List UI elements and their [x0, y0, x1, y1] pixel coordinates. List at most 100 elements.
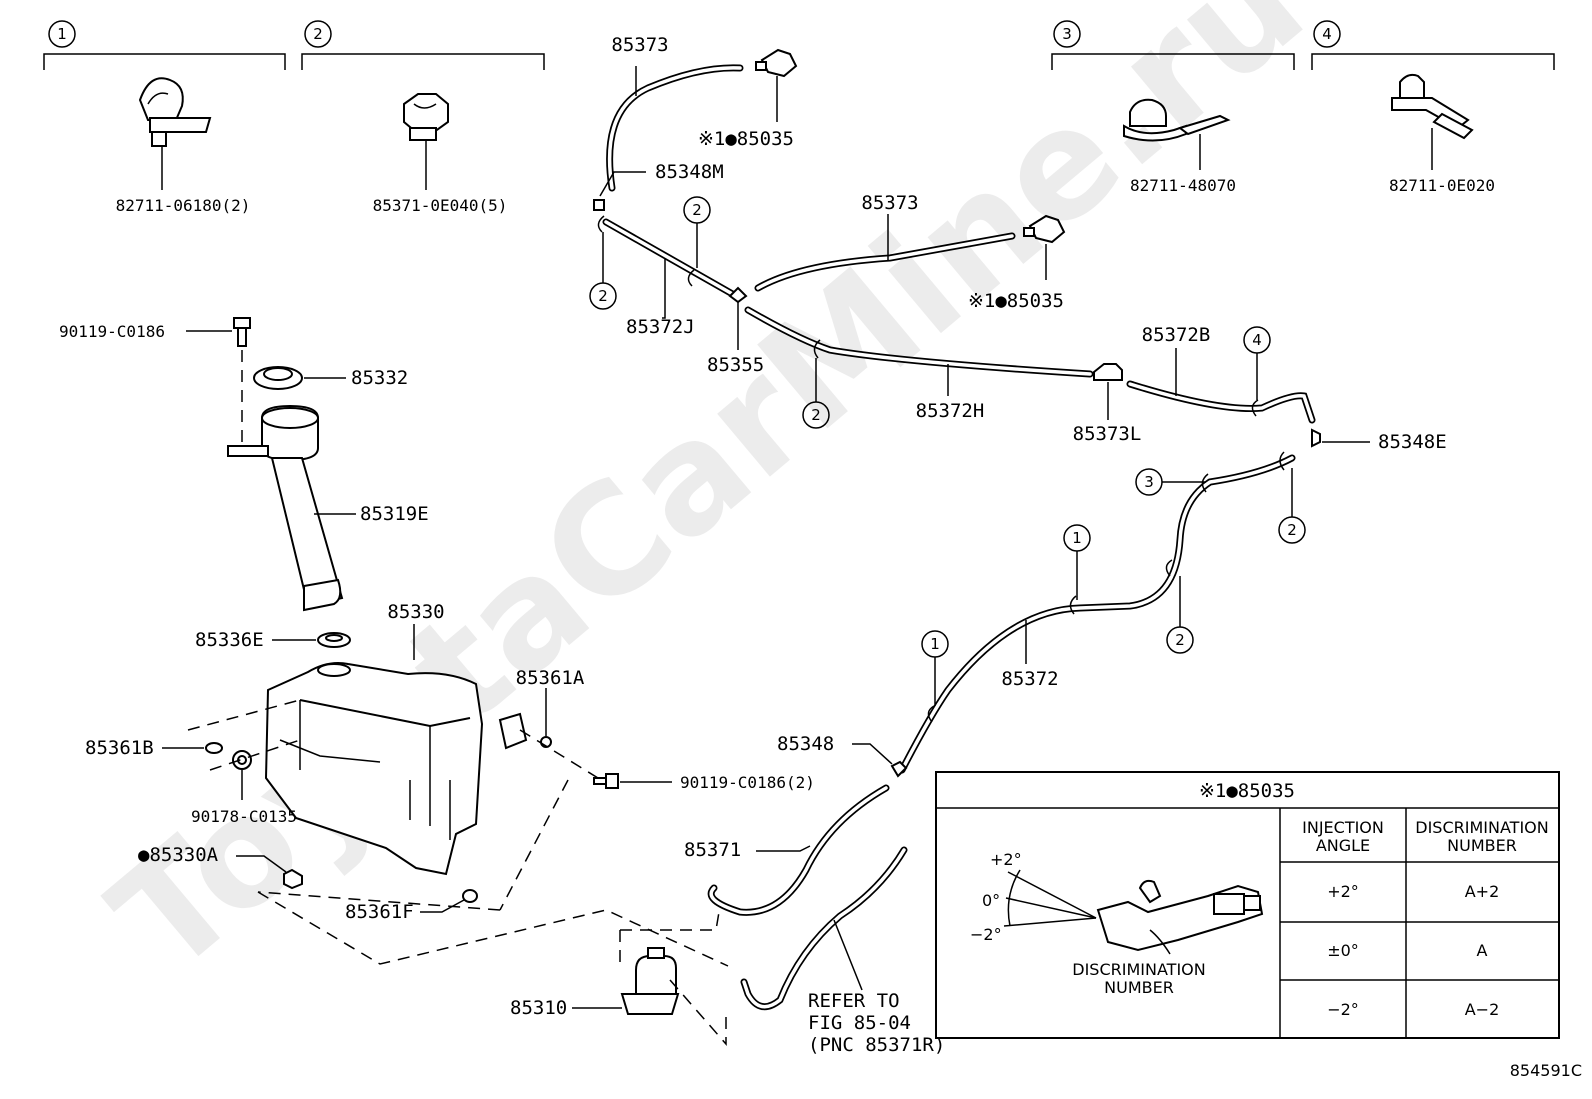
- washer-nozzle-mid[interactable]: [1023, 214, 1066, 244]
- inlet-85319E[interactable]: [227, 404, 344, 612]
- label-85348M: 85348M: [655, 161, 724, 183]
- clip-icon: [138, 77, 212, 147]
- bolt-90119-C0186[interactable]: [233, 317, 251, 347]
- group-number-circle: [1053, 20, 1081, 48]
- callout-clip: 2: [1287, 521, 1297, 539]
- mounting-guide-lines: [187, 699, 729, 1046]
- hose-85372B[interactable]: [1126, 380, 1316, 424]
- part-number-85371-0E040: 85371-0E040(5): [373, 196, 508, 215]
- label-85035-top: ※1●85035: [698, 128, 794, 150]
- label-85372B: 85372B: [1142, 324, 1211, 346]
- clip-group-3[interactable]: 3 82711-48070: [1051, 20, 1295, 195]
- label-85336E: 85336E: [195, 629, 264, 651]
- fig-label-discrimination: DISCRIMINATION: [1072, 960, 1205, 979]
- clip-group-2[interactable]: 2 85371-0E040(5): [301, 20, 545, 215]
- group-number: 1: [57, 25, 67, 43]
- row-angle: ±0°: [1327, 941, 1359, 960]
- row-number: A+2: [1465, 882, 1500, 901]
- refer-text-line2: FIG 85-04: [808, 1012, 911, 1034]
- plug-85330A[interactable]: [283, 868, 303, 890]
- callout-clip: 2: [598, 287, 608, 305]
- clip-group-4[interactable]: 4 82711-0E020: [1311, 20, 1555, 195]
- group-number-circle: [48, 20, 76, 48]
- packing-85336E[interactable]: [317, 632, 351, 648]
- hose-85371[interactable]: [707, 784, 890, 916]
- part-number-82711-06180: 82711-06180(2): [116, 196, 251, 215]
- connector-85373L[interactable]: [1093, 363, 1123, 381]
- fig-angle-minus: −2°: [970, 925, 1002, 944]
- col-header-discrimination-2: NUMBER: [1447, 836, 1517, 855]
- label-85372H: 85372H: [916, 400, 985, 422]
- group-number: 3: [1062, 25, 1072, 43]
- label-85355: 85355: [707, 354, 764, 376]
- label-90178-C0135: 90178-C0135: [191, 807, 297, 826]
- group-number-circle: [304, 20, 332, 48]
- hose-85372J[interactable]: [602, 218, 740, 300]
- injection-angle-table: ※1●85035 INJECTION ANGLE DISCRIMINATION …: [935, 771, 1560, 1039]
- label-85035-mid: ※1●85035: [968, 290, 1064, 312]
- clip-icon: [1123, 98, 1231, 142]
- col-header-discrimination-1: DISCRIMINATION: [1415, 818, 1548, 837]
- nut-90178-C0135[interactable]: [232, 750, 252, 770]
- callout-clip: 1: [1072, 529, 1082, 547]
- part-number-82711-48070: 82711-48070: [1130, 176, 1236, 195]
- joint-85355[interactable]: [728, 286, 748, 304]
- hose-85373-top[interactable]: [606, 64, 744, 192]
- grommet-85361B[interactable]: [205, 742, 223, 754]
- callout-clip: 2: [811, 406, 821, 424]
- joint-85348M[interactable]: [593, 199, 605, 211]
- col-header-injection-1: INJECTION: [1302, 818, 1384, 837]
- row-angle: −2°: [1327, 1000, 1359, 1019]
- fig-angle-plus: +2°: [990, 850, 1022, 869]
- fig-label-number: NUMBER: [1104, 978, 1174, 997]
- callout-clip: 2: [692, 201, 702, 219]
- grommet-85361F[interactable]: [462, 889, 478, 903]
- clip-group-1[interactable]: 1 82711-06180(2): [43, 20, 286, 215]
- bolt-90119-C0186-side[interactable]: [593, 773, 619, 789]
- label-85373-mid: 85373: [861, 192, 918, 214]
- callout-clip: 1: [930, 635, 940, 653]
- clip-icon: [1391, 73, 1474, 140]
- row-angle: +2°: [1327, 882, 1359, 901]
- label-85373-top: 85373: [611, 34, 668, 56]
- refer-text-line3: (PNC 85371R): [808, 1034, 945, 1056]
- label-85371: 85371: [684, 839, 741, 861]
- callout-clip: 4: [1252, 331, 1262, 349]
- washer-nozzle-top[interactable]: [755, 48, 798, 78]
- label-85330A: ●85330A: [138, 844, 219, 866]
- label-85319E: 85319E: [360, 503, 429, 525]
- group-number-circle: [1313, 20, 1341, 48]
- refer-text-line1: REFER TO: [808, 990, 900, 1012]
- pump-85310[interactable]: [620, 947, 680, 1015]
- label-85373L: 85373L: [1073, 423, 1142, 445]
- callout-clip: 2: [1175, 631, 1185, 649]
- hose-85372H[interactable]: [744, 306, 1094, 378]
- hose-85371R-ref[interactable]: [740, 846, 908, 1011]
- row-number: A: [1477, 941, 1488, 960]
- row-number: A−2: [1465, 1000, 1500, 1019]
- cap-85332[interactable]: [253, 366, 303, 390]
- label-85330: 85330: [387, 601, 444, 623]
- joint-85348[interactable]: [890, 760, 908, 778]
- callout-clip: 3: [1144, 473, 1154, 491]
- label-85310: 85310: [510, 997, 567, 1019]
- label-85361B: 85361B: [85, 737, 154, 759]
- fig-angle-zero: 0°: [982, 891, 1000, 910]
- tank-85330[interactable]: [264, 662, 528, 876]
- label-85361A: 85361A: [516, 667, 585, 689]
- label-85372J: 85372J: [626, 316, 695, 338]
- group-number: 2: [313, 25, 323, 43]
- label-85332: 85332: [351, 367, 408, 389]
- label-85348E: 85348E: [1378, 431, 1447, 453]
- hose-85372[interactable]: [898, 454, 1296, 774]
- hose-85373-mid[interactable]: [754, 232, 1016, 292]
- label-85372: 85372: [1001, 668, 1058, 690]
- nozzle-angle-figure: +2° 0° −2° DISCRIMINATION NUMBER: [970, 850, 1264, 997]
- joint-85348E[interactable]: [1311, 428, 1321, 448]
- col-header-injection-2: ANGLE: [1316, 836, 1370, 855]
- table-title: ※1●85035: [1199, 780, 1295, 802]
- clip-icon: [403, 93, 449, 141]
- label-85348: 85348: [777, 733, 834, 755]
- label-85361F: 85361F: [345, 901, 414, 923]
- group-number: 4: [1322, 25, 1332, 43]
